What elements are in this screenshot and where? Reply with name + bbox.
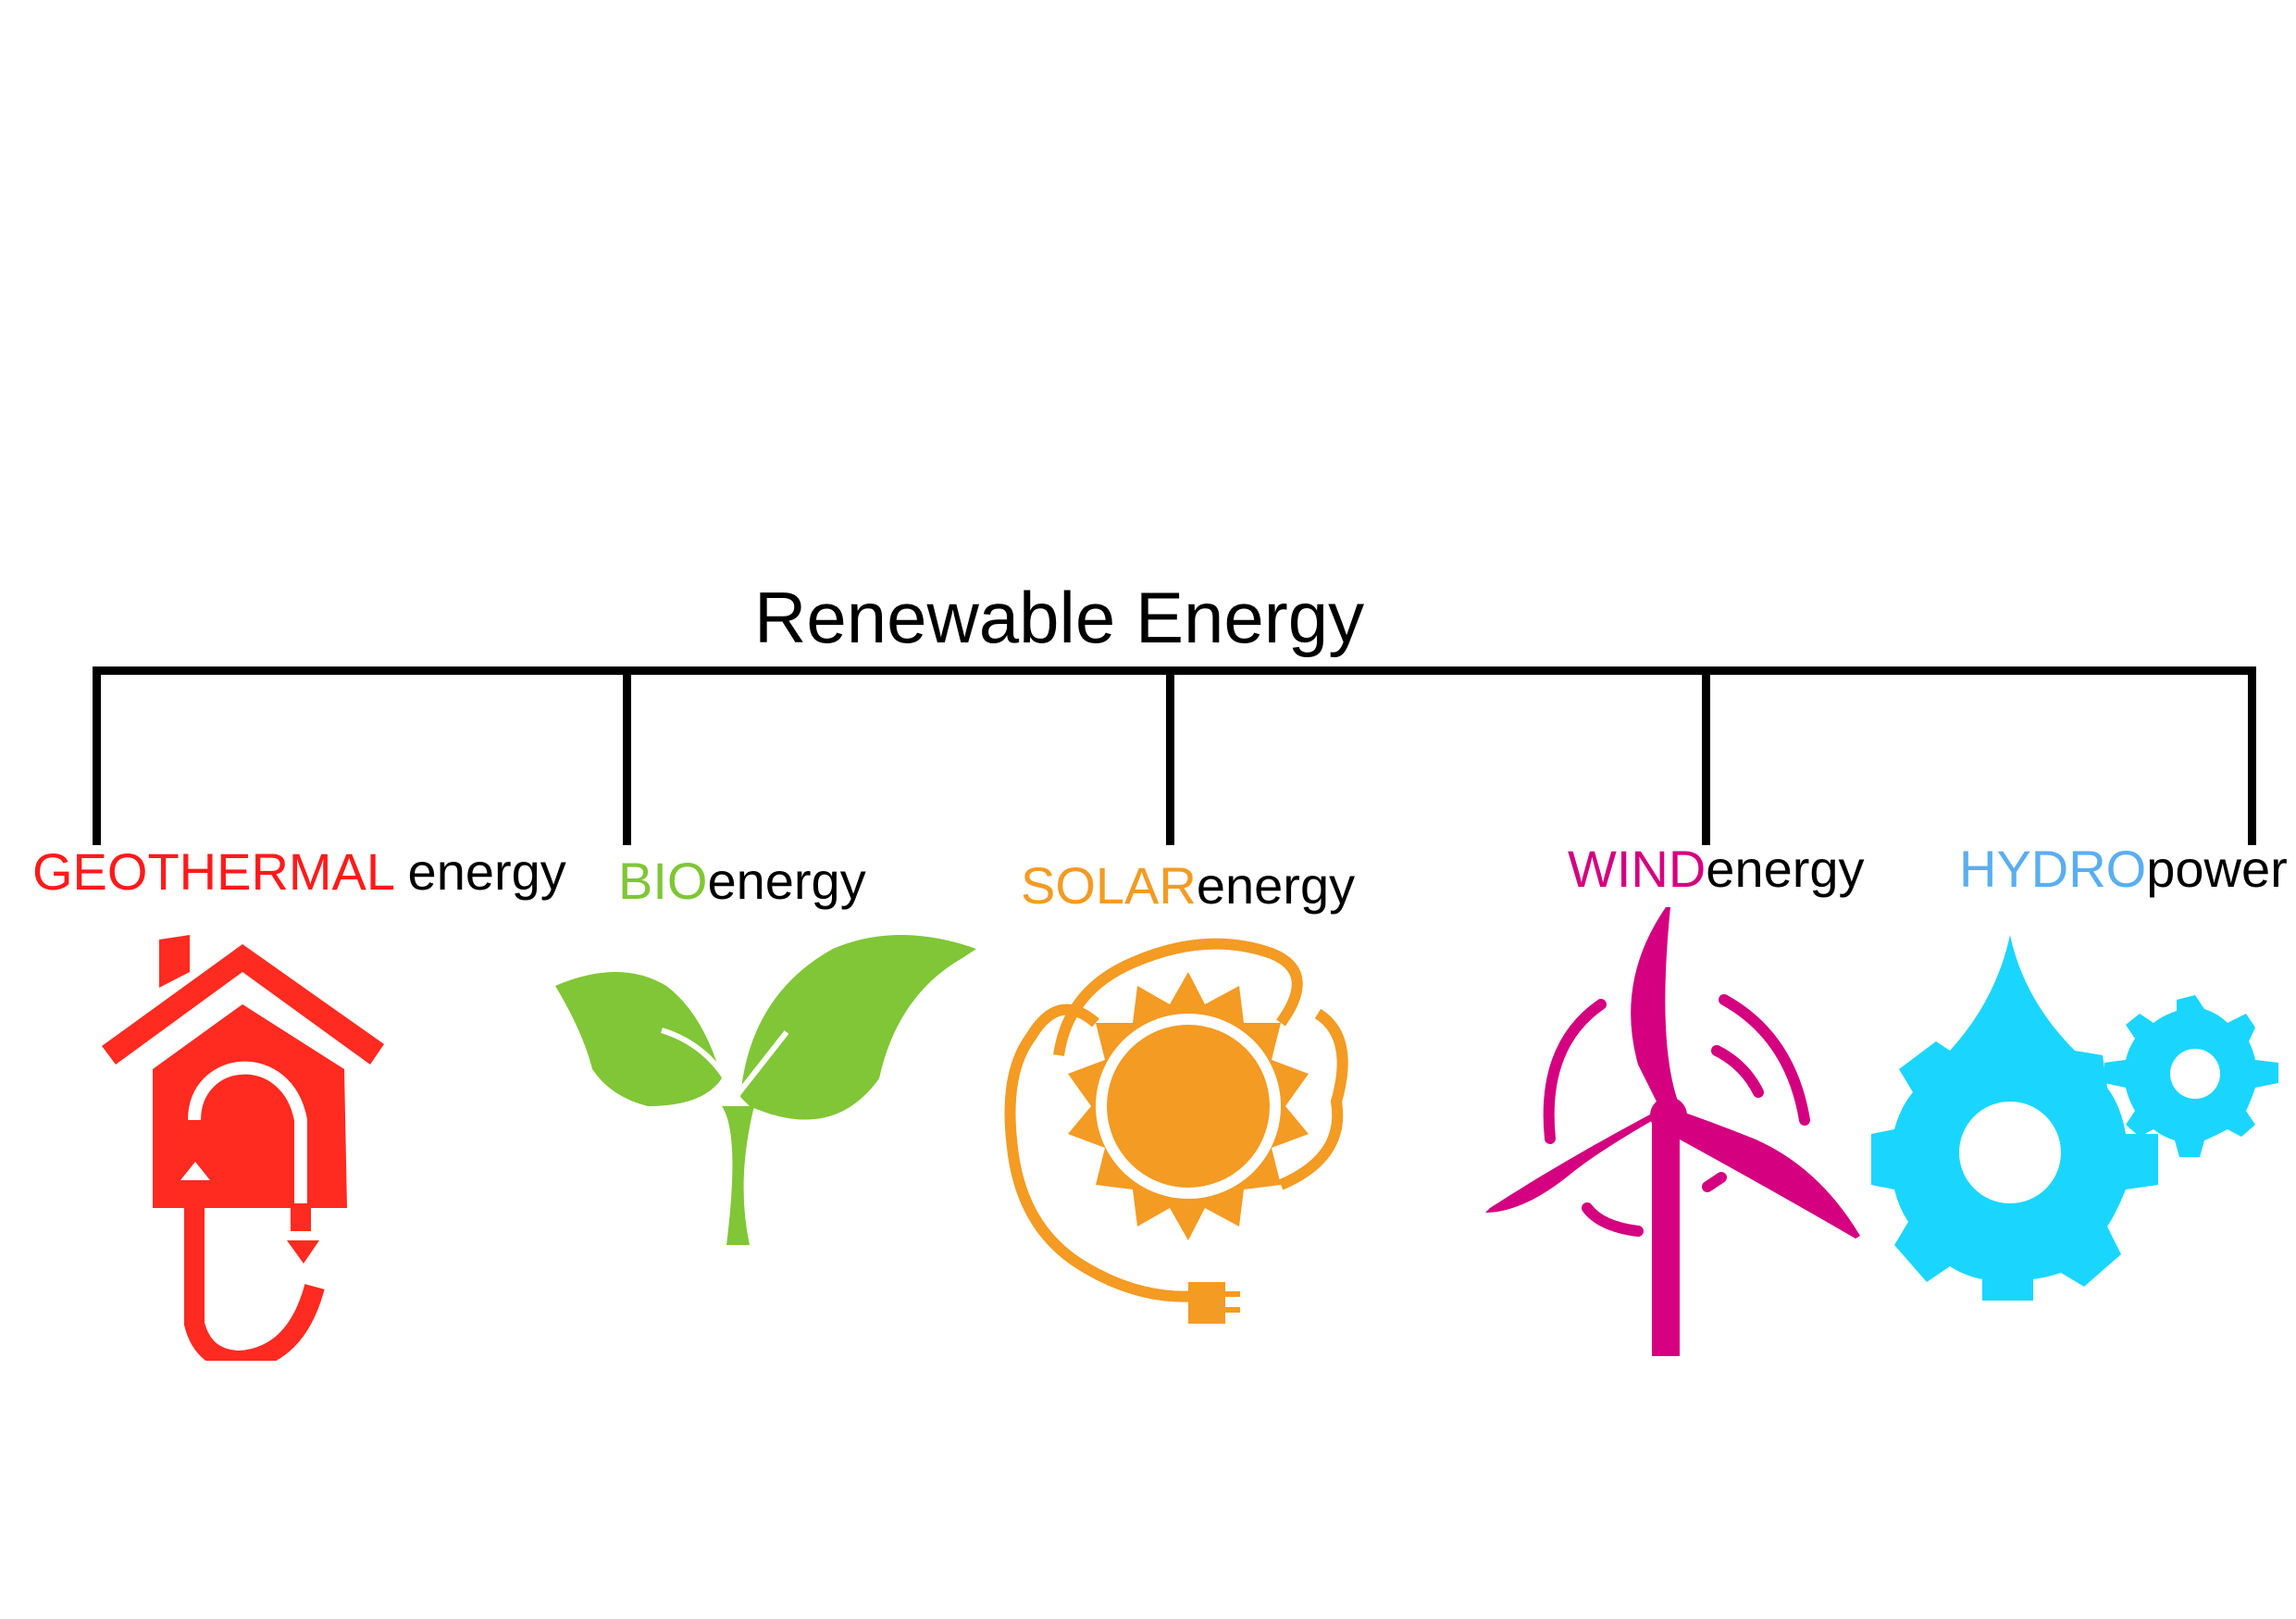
- label-solar: SOLARenergy: [1021, 856, 1356, 915]
- sprout-icon: [555, 935, 976, 1245]
- tree-branch-line: [1166, 666, 1174, 845]
- label-geothermal: GEOTHERMAL energy: [32, 842, 566, 901]
- house-geothermal-icon: [102, 935, 384, 1361]
- wind-turbine-icon: [1485, 907, 1860, 1356]
- water-drop-gear-icon: [1871, 935, 2278, 1301]
- tree-branch-line: [1702, 666, 1710, 845]
- sun-plug-icon: [1004, 938, 1348, 1324]
- tree-branch-line: [2248, 666, 2256, 845]
- tree-branch-line: [93, 666, 101, 845]
- tree-branch-line: [623, 666, 631, 845]
- label-hydro: HYDROpower: [1959, 840, 2288, 898]
- label-bio: BIOenergy: [618, 852, 866, 910]
- diagram-title: Renewable Energy: [754, 577, 1365, 658]
- label-wind: WINDenergy: [1568, 840, 1865, 898]
